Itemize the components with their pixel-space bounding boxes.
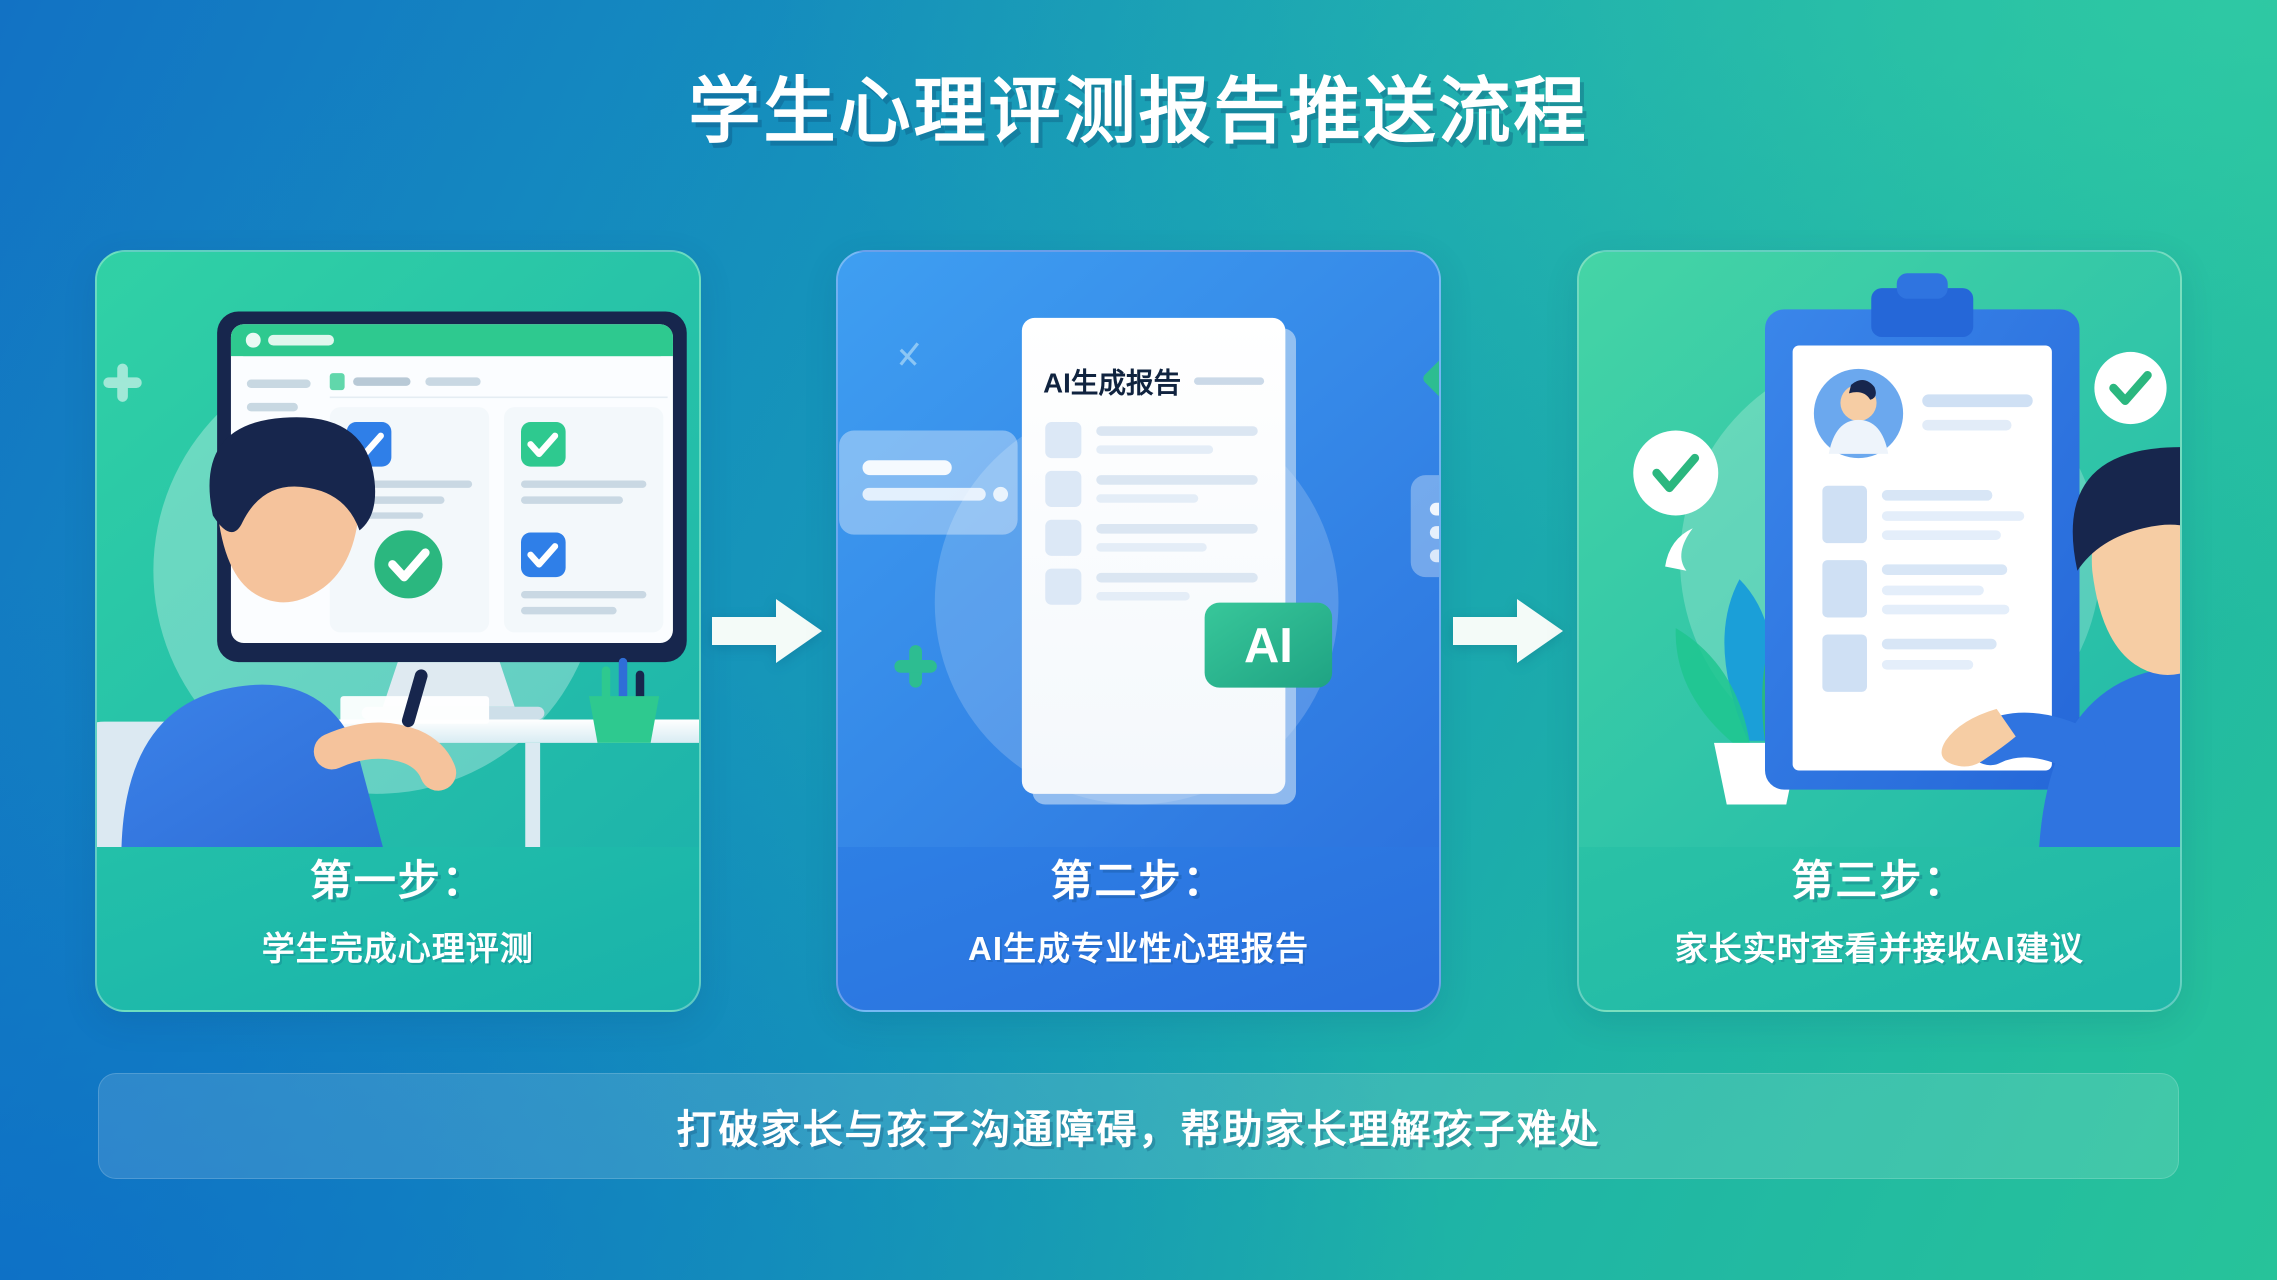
student-computer-scene bbox=[97, 252, 699, 847]
ai-badge: AI bbox=[1204, 602, 1332, 688]
ai-badge-label: AI bbox=[1244, 619, 1293, 673]
bottom-banner-text: 打破家长与孩子沟通障碍，帮助家长理解孩子难处 bbox=[676, 1108, 1601, 1152]
step-2-description: AI生成专业性心理报告 bbox=[968, 930, 1309, 967]
screen-header-label bbox=[268, 334, 334, 346]
page-title: 学生心理评测报告推送流程 bbox=[688, 72, 1589, 152]
arrow-right-icon-2 bbox=[1452, 599, 1563, 663]
step-card-3[interactable]: 第三步： 家长实时查看并接收AI建议 bbox=[1576, 250, 2182, 1012]
report-document: AI生成报告 bbox=[1021, 317, 1296, 805]
check-circle-right-icon bbox=[2093, 351, 2167, 425]
step-card-1[interactable]: 第一步： 学生完成心理评测 bbox=[95, 250, 701, 1012]
clipboard bbox=[1764, 273, 2079, 790]
step-card-2[interactable]: AI生成报告 bbox=[835, 250, 1442, 1012]
step-1-label: 第一步： bbox=[309, 857, 486, 904]
step-2-label: 第二步： bbox=[1050, 857, 1227, 904]
floating-card-left bbox=[838, 430, 1018, 535]
step-1-caption: 第一步： 学生完成心理评测 bbox=[97, 847, 699, 1010]
bottom-banner: 打破家长与孩子沟通障碍，帮助家长理解孩子难处 bbox=[98, 1073, 2179, 1179]
screen-checkbox-green-1 bbox=[521, 422, 566, 467]
step-2-illustration: AI生成报告 bbox=[837, 252, 1440, 847]
step-3-description: 家长实时查看并接收AI建议 bbox=[1674, 930, 2084, 967]
step-3-illustration bbox=[1578, 252, 2180, 847]
avatar bbox=[1813, 368, 1903, 459]
report-document-title: AI生成报告 bbox=[1043, 367, 1181, 398]
steps-row: 第一步： 学生完成心理评测 bbox=[95, 250, 2182, 1012]
step-2-caption: 第二步： AI生成专业性心理报告 bbox=[838, 847, 1440, 1010]
floating-card-right bbox=[1410, 475, 1440, 578]
step-1-illustration bbox=[97, 252, 699, 847]
desk-leg bbox=[525, 742, 541, 847]
arrow-gap-1 bbox=[701, 250, 836, 1012]
arrow-right-icon-1 bbox=[712, 599, 823, 663]
arrow-gap-2 bbox=[1441, 250, 1576, 1012]
parent-clipboard-scene bbox=[1578, 252, 2180, 847]
step-3-label: 第三步： bbox=[1791, 857, 1968, 904]
screen-check-circle-green bbox=[374, 530, 443, 599]
step-3-caption: 第三步： 家长实时查看并接收AI建议 bbox=[1579, 847, 2181, 1010]
screen-checkbox-blue-2 bbox=[521, 532, 566, 578]
ai-report-scene: AI生成报告 bbox=[837, 252, 1440, 847]
step-1-description: 学生完成心理评测 bbox=[261, 930, 534, 967]
